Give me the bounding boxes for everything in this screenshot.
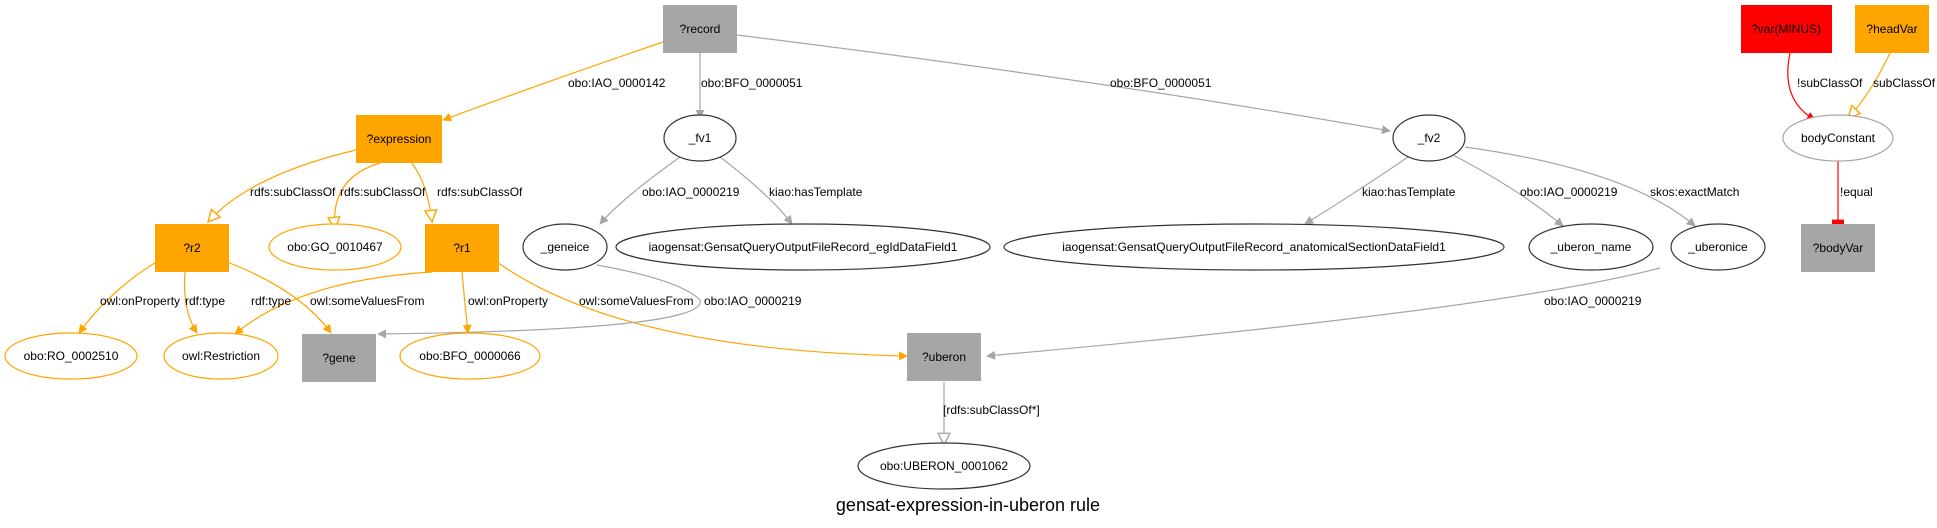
edge-labels: obo:IAO_0000142 obo:BFO_0000051 obo:BFO_… — [100, 76, 1936, 417]
node-ro-label: obo:RO_0002510 — [24, 349, 119, 363]
node-anat-label: iaogensat:GensatQueryOutputFileRecord_an… — [1062, 240, 1446, 254]
edge-r1-uberon — [496, 261, 908, 361]
label-r1-uberon: owl:someValuesFrom — [579, 294, 693, 308]
label-r1-bfo: owl:onProperty — [468, 294, 548, 308]
edge-r1-restriction — [234, 271, 433, 335]
node-fv2[interactable]: _fv2 — [1392, 114, 1466, 162]
label-fv2-uname: obo:IAO_0000219 — [1520, 185, 1618, 199]
node-ro[interactable]: obo:RO_0002510 — [4, 332, 138, 380]
node-uberon-1062-label: obo:UBERON_0001062 — [880, 459, 1008, 473]
label-r2-gene: owl:someValuesFrom — [310, 294, 424, 308]
node-bodyvar[interactable]: ?bodyVar — [1801, 224, 1875, 272]
label-rec-fv2: obo:BFO_0000051 — [1110, 76, 1212, 90]
edge-geneice-gene — [377, 264, 701, 339]
edge-r2-restriction — [183, 271, 198, 334]
label-geneice-gene: obo:IAO_0000219 — [704, 294, 802, 308]
label-r1-restr: rdf:type — [251, 294, 291, 308]
label-uberon-1062: [rdfs:subClassOf*] — [943, 403, 1040, 417]
node-headvar-label: ?headVar — [1866, 22, 1917, 36]
label-expr-go: rdfs:subClassOf — [340, 185, 426, 199]
node-bodyvar-label: ?bodyVar — [1813, 241, 1863, 255]
node-go-label: obo:GO_0010467 — [287, 240, 383, 254]
edge-fv2-uice — [1464, 146, 1696, 227]
label-fv2-uice: skos:exactMatch — [1650, 185, 1739, 199]
edge-uberonice-uberon — [986, 267, 1661, 360]
edge-headvar-bodyconstant — [1848, 52, 1891, 118]
edge-fv2-uname — [1452, 154, 1564, 227]
label-fv2-anat: kiao:hasTemplate — [1362, 185, 1456, 199]
node-fv1[interactable]: _fv1 — [663, 114, 737, 162]
node-gene[interactable]: ?gene — [302, 334, 376, 382]
label-expr-r1: rdfs:subClassOf — [437, 185, 523, 199]
node-restriction-label: owl:Restriction — [182, 349, 260, 363]
node-geneice[interactable]: _geneice — [522, 223, 608, 271]
diagram-title: gensat-expression-in-uberon rule — [836, 495, 1100, 515]
node-bodyconstant-label: bodyConstant — [1801, 131, 1876, 145]
label-r2-restr: rdf:type — [185, 294, 225, 308]
edge-varminus-bodyconstant — [1787, 52, 1816, 121]
node-r2[interactable]: ?r2 — [155, 224, 229, 272]
node-gene-label: ?gene — [322, 351, 356, 365]
label-varminus-body: !subClassOf — [1797, 76, 1863, 90]
node-varminus[interactable]: ?var(MINUS) — [1741, 5, 1832, 53]
node-record[interactable]: ?record — [663, 5, 737, 53]
label-fv1-egid: kiao:hasTemplate — [769, 185, 863, 199]
edge-expression-r1 — [411, 162, 432, 222]
node-headvar[interactable]: ?headVar — [1855, 5, 1929, 53]
edge-record-expression — [442, 41, 664, 122]
node-uberon-1062[interactable]: obo:UBERON_0001062 — [857, 442, 1031, 490]
edge-r2-ro — [78, 260, 159, 334]
label-uice-uberon: obo:IAO_0000219 — [1544, 294, 1642, 308]
edge-fv1-egid — [719, 156, 793, 225]
edge-r2-gene — [226, 261, 332, 334]
edge-r1-bfo — [461, 271, 472, 334]
label-fv1-geneice: obo:IAO_0000219 — [642, 185, 740, 199]
node-r2-label: ?r2 — [183, 241, 201, 255]
node-uberon[interactable]: ?uberon — [907, 333, 981, 381]
label-body-bodyvar: !equal — [1840, 185, 1873, 199]
node-expression[interactable]: ?expression — [356, 115, 442, 163]
label-r2-ro: owl:onProperty — [100, 294, 180, 308]
node-uberonice[interactable]: _uberonice — [1670, 223, 1766, 271]
edge-record-fv2 — [736, 34, 1391, 135]
edge-expression-r2 — [208, 149, 357, 222]
node-egid[interactable]: iaogensat:GensatQueryOutputFileRecord_eg… — [615, 223, 991, 271]
edge-fv2-anat — [1304, 156, 1409, 225]
nodes: ?record ?gene ?uberon ?bodyVar ?expressi… — [4, 5, 1929, 490]
node-anat[interactable]: iaogensat:GensatQueryOutputFileRecord_an… — [1003, 223, 1505, 271]
node-uberon-label: ?uberon — [922, 350, 966, 364]
edges — [78, 34, 1891, 445]
node-record-label: ?record — [680, 22, 721, 36]
node-varminus-label: ?var(MINUS) — [1751, 22, 1821, 36]
edge-expression-go — [335, 162, 381, 229]
label-expr-r2: rdfs:subClassOf — [250, 185, 336, 199]
node-bfo66[interactable]: obo:BFO_0000066 — [399, 332, 541, 380]
node-uberon-name-label: _uberon_name — [1550, 240, 1632, 254]
label-rec-expr: obo:IAO_0000142 — [568, 76, 666, 90]
label-rec-fv1: obo:BFO_0000051 — [701, 76, 803, 90]
node-r1-label: ?r1 — [453, 241, 471, 255]
node-bodyconstant[interactable]: bodyConstant — [1782, 114, 1894, 162]
edge-fv1-geneice — [599, 156, 681, 225]
node-fv2-label: _fv2 — [1417, 131, 1441, 145]
node-fv1-label: _fv1 — [688, 131, 712, 145]
label-headvar-body: subClassOf — [1873, 76, 1936, 90]
node-egid-label: iaogensat:GensatQueryOutputFileRecord_eg… — [649, 240, 958, 254]
node-uberon-name[interactable]: _uberon_name — [1528, 223, 1654, 271]
node-r1[interactable]: ?r1 — [425, 224, 499, 272]
node-geneice-label: _geneice — [540, 240, 590, 254]
node-bfo66-label: obo:BFO_0000066 — [419, 349, 521, 363]
node-expression-label: ?expression — [367, 132, 432, 146]
node-uberonice-label: _uberonice — [1687, 240, 1748, 254]
node-go[interactable]: obo:GO_0010467 — [268, 223, 402, 271]
node-restriction[interactable]: owl:Restriction — [163, 332, 279, 380]
